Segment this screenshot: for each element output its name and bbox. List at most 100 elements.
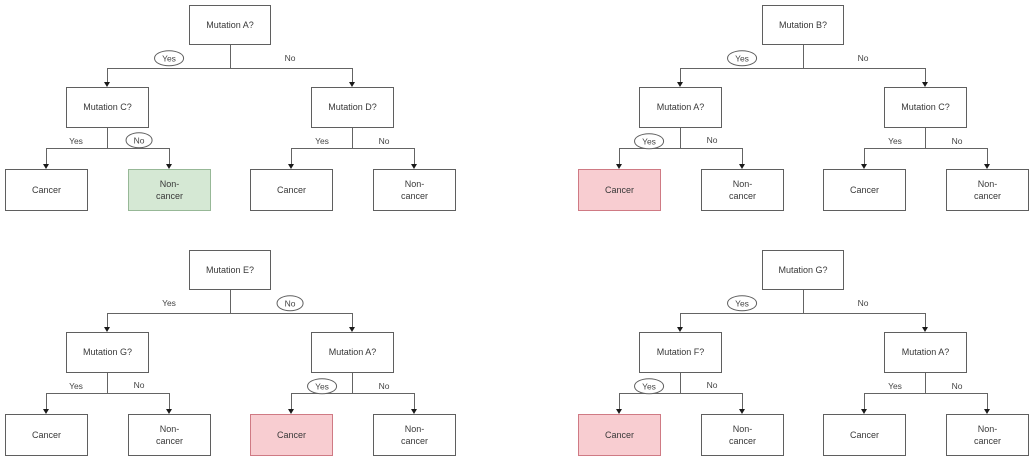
connector-line — [414, 393, 415, 410]
connector-line — [925, 313, 926, 328]
leaf-node: Cancer — [578, 169, 661, 211]
connector-line — [107, 313, 108, 328]
connector-line — [987, 393, 988, 410]
arrow-down-icon — [616, 164, 622, 169]
edge-label-left-yes: Yes — [634, 133, 664, 149]
connector-line — [291, 148, 415, 149]
edge-label-root-yes: Yes — [162, 297, 176, 308]
leaf-label: Non- cancer — [728, 423, 756, 446]
leaf-label: Cancer — [849, 184, 879, 195]
connector-line — [742, 148, 743, 165]
connector-line — [46, 393, 47, 410]
connector-line — [46, 393, 170, 394]
edge-label-left-no: No — [706, 134, 718, 145]
arrow-down-icon — [349, 82, 355, 87]
decision-tree-mutation-e: Mutation E? Mutation G? Mutation A? Yes … — [0, 245, 458, 460]
connector-line — [803, 45, 804, 68]
connector-line — [352, 68, 353, 83]
edge-label-root-yes: Yes — [727, 50, 757, 66]
left-child-node: Mutation G? — [66, 332, 149, 373]
arrow-down-icon — [104, 327, 110, 332]
leaf-label: Non- cancer — [400, 178, 428, 201]
node-label: Mutation D? — [328, 102, 377, 113]
edge-label-right-yes: Yes — [307, 378, 337, 394]
node-label: Mutation B? — [778, 19, 828, 30]
connector-line — [680, 313, 681, 328]
arrow-down-icon — [411, 164, 417, 169]
leaf-node: Cancer — [5, 169, 88, 211]
arrow-down-icon — [43, 409, 49, 414]
arrow-down-icon — [166, 409, 172, 414]
leaf-label: Cancer — [276, 429, 306, 440]
edge-label-root-no: No — [857, 297, 869, 308]
node-label: Mutation G? — [82, 347, 133, 358]
leaf-node: Cancer — [578, 414, 661, 456]
leaf-node: Non- cancer — [946, 169, 1029, 211]
edge-label-root-yes: Yes — [154, 50, 184, 66]
connector-line — [230, 290, 231, 313]
connector-line — [864, 148, 988, 149]
left-child-node: Mutation A? — [639, 87, 722, 128]
connector-line — [987, 148, 988, 165]
edge-label-left-yes: Yes — [69, 135, 83, 146]
connector-line — [680, 313, 926, 314]
connector-line — [864, 393, 865, 410]
arrow-down-icon — [349, 327, 355, 332]
leaf-node: Cancer — [823, 414, 906, 456]
connector-line — [107, 373, 108, 393]
connector-line — [291, 393, 292, 410]
leaf-node: Cancer — [250, 414, 333, 456]
arrow-down-icon — [288, 164, 294, 169]
edge-label-left-yes: Yes — [69, 380, 83, 391]
connector-line — [107, 128, 108, 148]
leaf-label: Cancer — [31, 429, 61, 440]
arrow-down-icon — [922, 327, 928, 332]
leaf-label: Cancer — [849, 429, 879, 440]
leaf-node: Non- cancer — [946, 414, 1029, 456]
left-child-node: Mutation C? — [66, 87, 149, 128]
connector-line — [619, 148, 620, 165]
leaf-node: Non- cancer — [373, 414, 456, 456]
connector-line — [230, 45, 231, 68]
leaf-label: Non- cancer — [728, 178, 756, 201]
arrow-down-icon — [677, 327, 683, 332]
leaf-label: Cancer — [276, 184, 306, 195]
edge-label-root-yes: Yes — [727, 295, 757, 311]
leaf-label: Non- cancer — [155, 423, 183, 446]
connector-line — [107, 313, 353, 314]
arrow-down-icon — [411, 409, 417, 414]
edge-label-root-no: No — [857, 52, 869, 63]
node-label: Mutation A? — [206, 19, 254, 30]
arrow-down-icon — [104, 82, 110, 87]
leaf-node: Non- cancer — [373, 169, 456, 211]
arrow-down-icon — [861, 164, 867, 169]
connector-line — [352, 128, 353, 148]
leaf-node: Cancer — [5, 414, 88, 456]
leaf-label: Non- cancer — [155, 178, 183, 201]
decision-tree-mutation-g: Mutation G? Mutation F? Mutation A? Yes … — [573, 245, 1031, 460]
edge-label-left-no: No — [706, 379, 718, 390]
right-child-node: Mutation D? — [311, 87, 394, 128]
connector-line — [803, 290, 804, 313]
edge-label-right-no: No — [951, 135, 963, 146]
leaf-node: Cancer — [250, 169, 333, 211]
arrow-down-icon — [288, 409, 294, 414]
connector-line — [864, 148, 865, 165]
connector-line — [925, 128, 926, 148]
connector-line — [680, 128, 681, 148]
leaf-label: Non- cancer — [973, 178, 1001, 201]
connector-line — [352, 373, 353, 393]
edge-label-left-no: No — [125, 132, 153, 148]
arrow-down-icon — [861, 409, 867, 414]
leaf-label: Non- cancer — [973, 423, 1001, 446]
connector-line — [619, 393, 743, 394]
connector-line — [352, 313, 353, 328]
leaf-node: Cancer — [823, 169, 906, 211]
edge-label-root-no: No — [284, 52, 296, 63]
connector-line — [46, 148, 170, 149]
node-label: Mutation G? — [778, 264, 828, 275]
leaf-node: Non- cancer — [701, 169, 784, 211]
connector-line — [742, 393, 743, 410]
edge-label-right-yes: Yes — [888, 380, 902, 391]
